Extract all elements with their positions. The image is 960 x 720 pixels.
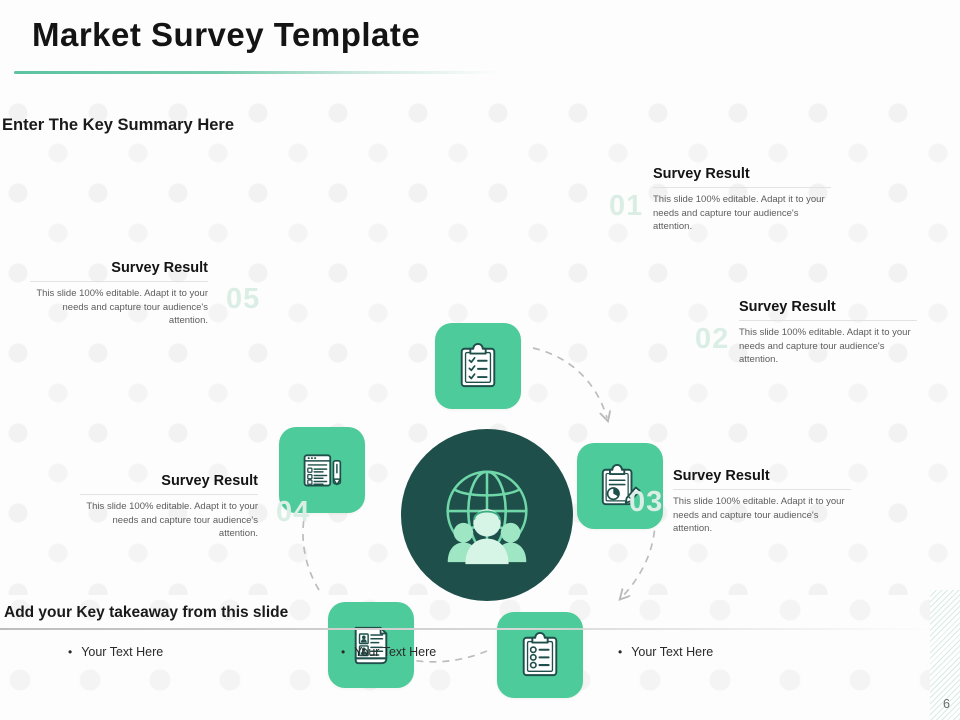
- step-block-02: Survey Result This slide 100% editable. …: [739, 298, 917, 367]
- step-block-01: Survey Result This slide 100% editable. …: [653, 165, 831, 234]
- step-number-03: 03: [629, 486, 664, 518]
- step-body-02: This slide 100% editable. Adapt it to yo…: [739, 327, 911, 365]
- bullet-item-3: • Your Text Here: [618, 645, 713, 659]
- step-heading-03: Survey Result: [673, 468, 770, 484]
- globe-people-icon: [446, 470, 528, 565]
- corner-stripe-decoration: [930, 590, 960, 720]
- cycle-diagram: [0, 150, 960, 698]
- takeaway-divider: [0, 628, 938, 630]
- document-contacts-icon: [354, 626, 388, 665]
- step-heading-04: Survey Result: [161, 473, 258, 489]
- center-globe-circle: [401, 429, 573, 601]
- step-divider-05: [30, 281, 208, 282]
- step-tile-01[interactable]: [435, 323, 521, 409]
- step-number-05: 05: [226, 283, 261, 315]
- clipboard-checklist-icon: [460, 343, 496, 388]
- step-number-02: 02: [695, 323, 730, 355]
- step-tile-03[interactable]: [497, 612, 583, 698]
- step-heading-05: Survey Result: [111, 260, 208, 276]
- step-heading-02: Survey Result: [739, 299, 836, 315]
- step-body-01: This slide 100% editable. Adapt it to yo…: [653, 194, 825, 232]
- takeaway-heading: Add your Key takeaway from this slide: [4, 604, 289, 621]
- step-divider-01: [653, 187, 831, 188]
- step-divider-03: [673, 489, 851, 490]
- step-block-05: Survey Result This slide 100% editable. …: [30, 259, 208, 328]
- step-body-05: This slide 100% editable. Adapt it to yo…: [36, 288, 208, 326]
- title-underline: [14, 71, 500, 74]
- step-block-04: Survey Result This slide 100% editable. …: [80, 472, 258, 541]
- clipboard-chart-pencil-icon: [601, 464, 641, 506]
- step-heading-01: Survey Result: [653, 166, 750, 182]
- step-block-03: Survey Result This slide 100% editable. …: [673, 467, 851, 536]
- bullet-label-2: Your Text Here: [354, 645, 437, 659]
- step-number-01: 01: [609, 190, 644, 222]
- step-divider-04: [80, 494, 258, 495]
- bullet-dot-icon: •: [341, 645, 346, 659]
- step-tile-05[interactable]: [279, 427, 365, 513]
- summary-heading: Enter The Key Summary Here: [2, 116, 235, 134]
- page-title: Market Survey Template: [32, 16, 421, 53]
- page-number: 6: [943, 697, 950, 711]
- bullet-label-1: Your Text Here: [81, 645, 164, 659]
- step-body-03: This slide 100% editable. Adapt it to yo…: [673, 496, 845, 534]
- bullet-dot-icon: •: [68, 645, 73, 659]
- clipboard-bullet-list-icon: [522, 632, 558, 677]
- step-number-04: 04: [276, 496, 311, 528]
- step-tile-04[interactable]: [328, 602, 414, 688]
- form-pen-icon: [303, 454, 342, 487]
- bullet-item-1: • Your Text Here: [68, 645, 163, 659]
- bullet-item-2: • Your Text Here: [341, 645, 436, 659]
- bullet-dot-icon: •: [618, 645, 623, 659]
- bullet-label-3: Your Text Here: [631, 645, 714, 659]
- step-tile-02[interactable]: [577, 443, 663, 529]
- step-divider-02: [739, 320, 917, 321]
- takeaway-bullets: • Your Text Here • Your Text Here • Your Te…: [0, 645, 940, 675]
- step-body-04: This slide 100% editable. Adapt it to yo…: [86, 501, 258, 539]
